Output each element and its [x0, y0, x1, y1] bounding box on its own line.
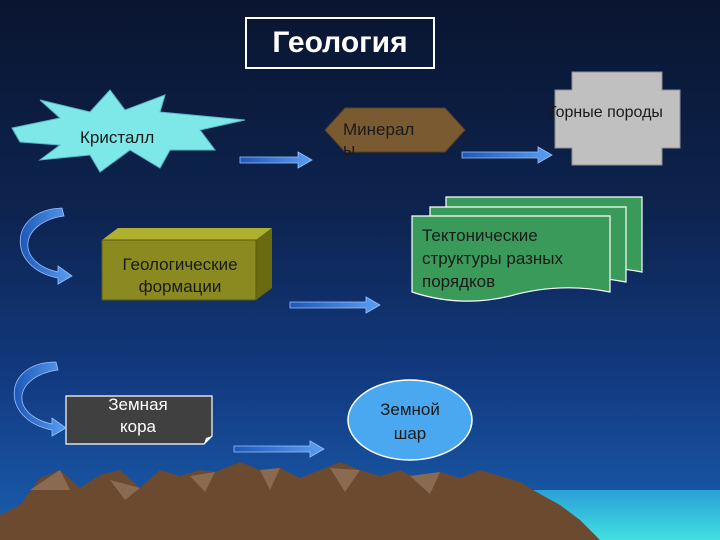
arrow-crust-to-globe — [233, 440, 325, 458]
tectonic-label-line2: структуры разных — [422, 249, 563, 268]
rocks-shape — [554, 71, 681, 166]
formations-side — [256, 228, 272, 300]
mineral-shape — [324, 107, 466, 153]
formations-label-line2: формации — [138, 277, 222, 296]
tectonic-label-line1: Тектонические — [422, 226, 538, 245]
crust-label-line2: кора — [120, 417, 156, 436]
curved-arrow-2 — [13, 361, 67, 437]
crust-fold — [204, 436, 212, 444]
mountain-shading — [30, 468, 440, 500]
formations-top — [102, 228, 272, 240]
globe-label-line1: Земной — [380, 400, 440, 419]
curved-arrow-1 — [19, 207, 73, 285]
page-title: Геология — [245, 17, 435, 69]
globe-shape — [347, 379, 473, 461]
globe-label-line2: шар — [393, 424, 427, 443]
arrow-formations-to-tectonic — [289, 296, 381, 314]
rocks-label: Горные породы — [548, 104, 663, 121]
formations-label-line1: Геологические — [122, 255, 238, 274]
tectonic-label-line3: порядков — [422, 272, 496, 291]
mineral-label-line1: Минерал — [343, 120, 415, 139]
mineral-label-line2: ы — [343, 140, 356, 159]
arrow-mineral-to-rocks — [461, 146, 553, 164]
arrow-crystal-to-mineral — [239, 151, 313, 169]
tectonic-sheet-front — [411, 215, 611, 302]
crystal-label: Кристалл — [80, 128, 155, 147]
crust-label-line1: Земная — [108, 395, 168, 414]
crystal-shape — [11, 89, 246, 173]
formations-front — [101, 239, 257, 301]
mountains — [0, 462, 600, 540]
